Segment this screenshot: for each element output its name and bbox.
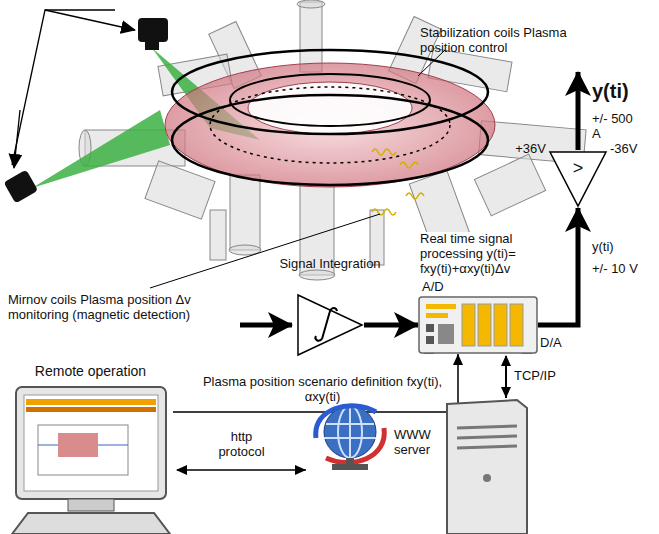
control-voltage: +/- 10 V	[592, 262, 652, 277]
control-signal: y(ti)	[592, 240, 642, 255]
shape-outline	[8, 385, 173, 534]
connector-arrow	[177, 469, 306, 471]
shape-outline	[296, 293, 364, 357]
coil-label: Stabilization coils Plasma position cont…	[420, 26, 590, 56]
node-text: >	[566, 158, 590, 179]
connector-arrow	[505, 356, 507, 398]
node-text: Real time signal processing y(ti)= fxy(t…	[420, 232, 570, 277]
remote-computer: Remote operation	[8, 385, 173, 534]
node-text: Remote operation	[4, 363, 177, 379]
connector-arrow	[173, 354, 458, 412]
integrator-symbol: Signal Integration	[296, 293, 364, 357]
shape-outline	[312, 398, 532, 534]
node-text: D/A	[540, 336, 570, 351]
node-text: -36V	[610, 142, 654, 157]
edge-label: http protocol	[207, 430, 277, 460]
node-text: +36V	[502, 142, 546, 157]
edge-label: Plasma position scenario definition fxy(…	[200, 375, 445, 405]
node-text: Signal Integration	[270, 257, 390, 272]
node-text: A/D	[422, 280, 462, 295]
output-signal: y(ti)	[592, 80, 652, 103]
mirnov-label: Mirnov coils Plasma position Δv monitori…	[8, 293, 236, 323]
power-amplifier: >+36V-36V	[548, 150, 608, 208]
shape-outline	[418, 296, 538, 354]
output-current: +/- 500 A	[592, 112, 637, 142]
www-server: WWW server	[312, 398, 532, 534]
node-text: WWW server	[394, 428, 444, 458]
edge-label: TCP/IP	[514, 369, 574, 384]
real-time-processor: Real time signal processing y(ti)= fxy(t…	[418, 296, 538, 354]
connector-arrow	[364, 323, 418, 328]
